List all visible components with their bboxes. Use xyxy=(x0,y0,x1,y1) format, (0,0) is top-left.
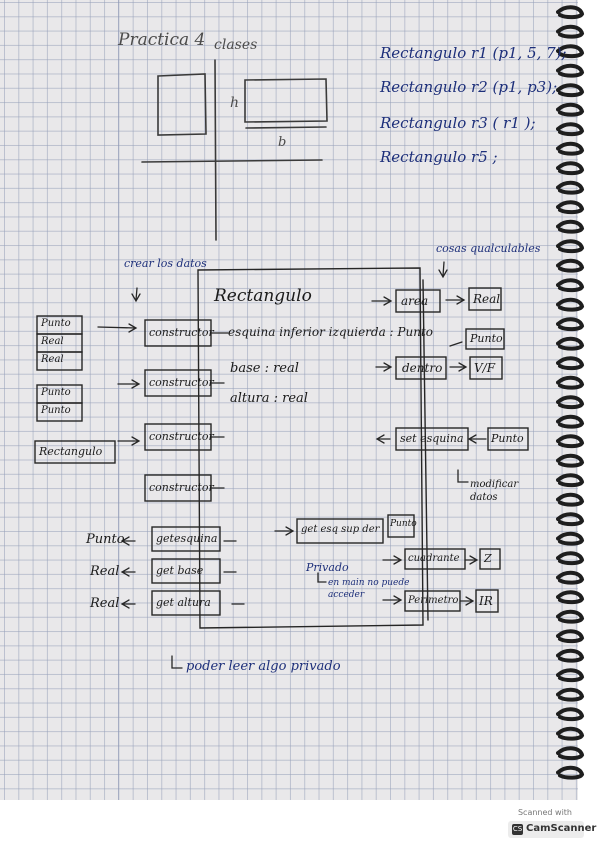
scanner-name: CamScanner xyxy=(526,823,597,834)
input-box-rectangulo xyxy=(34,440,116,464)
declaration-line: Rectangulo r3 ( r1 ); xyxy=(380,114,536,132)
input-label: Real xyxy=(41,336,64,347)
ink-drawing xyxy=(34,59,529,669)
private-method-result: IR xyxy=(479,594,493,608)
param-box-punto xyxy=(465,328,505,350)
param-box-punto-2 xyxy=(487,427,529,451)
getter-box-2 xyxy=(151,558,221,584)
class-box xyxy=(197,267,424,629)
constructor-label: constructor xyxy=(149,481,214,494)
private-method-label: get esq sup der xyxy=(301,524,380,535)
method-result: Real xyxy=(473,292,501,306)
note-cosas-calculables: cosas qualculables xyxy=(436,242,541,255)
sketch-b-label: b xyxy=(278,135,287,150)
method-param: Punto xyxy=(491,432,524,445)
scanner-watermark: Scanned with CS CamScanner xyxy=(502,808,596,840)
declaration-line: Rectangulo r2 (p1, p3); xyxy=(380,78,558,96)
arrow xyxy=(171,655,183,669)
input-box-punto-3 xyxy=(36,402,83,422)
private-box-getesq xyxy=(296,518,384,544)
constructor-label: constructor xyxy=(149,376,214,389)
private-box-cuadrante xyxy=(404,548,466,570)
sketch-base-line xyxy=(245,126,327,129)
private-result-ir xyxy=(475,589,499,613)
input-label: Punto xyxy=(41,318,71,329)
getter-type: Punto xyxy=(86,532,125,547)
getter-type: Real xyxy=(90,564,120,579)
private-result-punto xyxy=(387,514,415,538)
result-box-real xyxy=(468,287,502,311)
input-label: Real xyxy=(41,354,64,365)
private-method-result: Punto xyxy=(390,519,417,529)
class-attribute: esquina inferior izquierda : Punto xyxy=(228,325,433,339)
margin-line xyxy=(118,0,119,800)
input-label: Punto xyxy=(41,387,71,398)
arrow xyxy=(97,326,136,329)
sketch-rect-right xyxy=(244,78,328,123)
note-crear-datos: crear los datos xyxy=(124,257,207,270)
sketch-h-label: h xyxy=(230,95,240,111)
note-modificar-datos: modificar datos xyxy=(470,479,519,503)
private-method-result: Z xyxy=(484,552,492,565)
arrow xyxy=(317,572,327,583)
getter-label: get base xyxy=(156,564,204,577)
sketch-rect-left xyxy=(157,73,207,136)
private-result-z xyxy=(479,548,501,570)
arrow xyxy=(442,261,445,277)
method-box-dentro xyxy=(395,356,447,380)
scanner-badge: CS CamScanner xyxy=(508,821,596,838)
arrow xyxy=(135,287,138,301)
page-subtitle: clases xyxy=(214,37,258,53)
arrow xyxy=(457,469,469,483)
input-label: Punto xyxy=(41,405,71,416)
method-label: area xyxy=(401,294,429,308)
sketch-horizontal-axis xyxy=(141,159,323,163)
method-label: dentro xyxy=(402,361,443,375)
note-main-no-puede: en main no puede acceder xyxy=(328,578,410,600)
class-attribute: base : real xyxy=(230,361,299,376)
sketch-vertical-axis xyxy=(214,59,217,241)
getter-type: Real xyxy=(90,596,120,611)
spiral-binding xyxy=(556,5,585,780)
note-privado: Privado xyxy=(306,561,349,574)
input-box-real-2 xyxy=(36,351,83,371)
method-box-area xyxy=(395,289,441,313)
arrow xyxy=(449,341,463,347)
method-result: V/F xyxy=(474,361,496,375)
getter-label: get altura xyxy=(156,596,211,609)
class-attribute: altura : real xyxy=(230,391,308,406)
camscanner-logo-icon: CS xyxy=(512,824,523,835)
private-method-label: cuadrante xyxy=(408,553,460,564)
result-box-vf xyxy=(469,356,503,380)
page-title: Practica 4 xyxy=(118,30,206,50)
class-name: Rectangulo xyxy=(214,286,312,306)
getter-box-3 xyxy=(151,590,221,616)
input-label: Rectangulo xyxy=(39,445,103,458)
method-param: Punto xyxy=(470,332,503,345)
constructor-label: constructor xyxy=(149,430,214,443)
scanner-top-text: Scanned with xyxy=(517,808,573,817)
getter-label: getesquina xyxy=(156,532,218,545)
private-method-label: Perimetro xyxy=(408,595,459,606)
method-label: set esquina xyxy=(400,432,464,445)
grid-paper xyxy=(0,0,578,800)
getter-box-1 xyxy=(151,526,221,552)
constructor-label: constructor xyxy=(149,326,214,339)
declaration-line: Rectangulo r5 ; xyxy=(380,148,498,166)
note-poder-leer: poder leer algo privado xyxy=(186,659,341,674)
declaration-line: Rectangulo r1 (p1, 5, 7); xyxy=(380,44,567,62)
